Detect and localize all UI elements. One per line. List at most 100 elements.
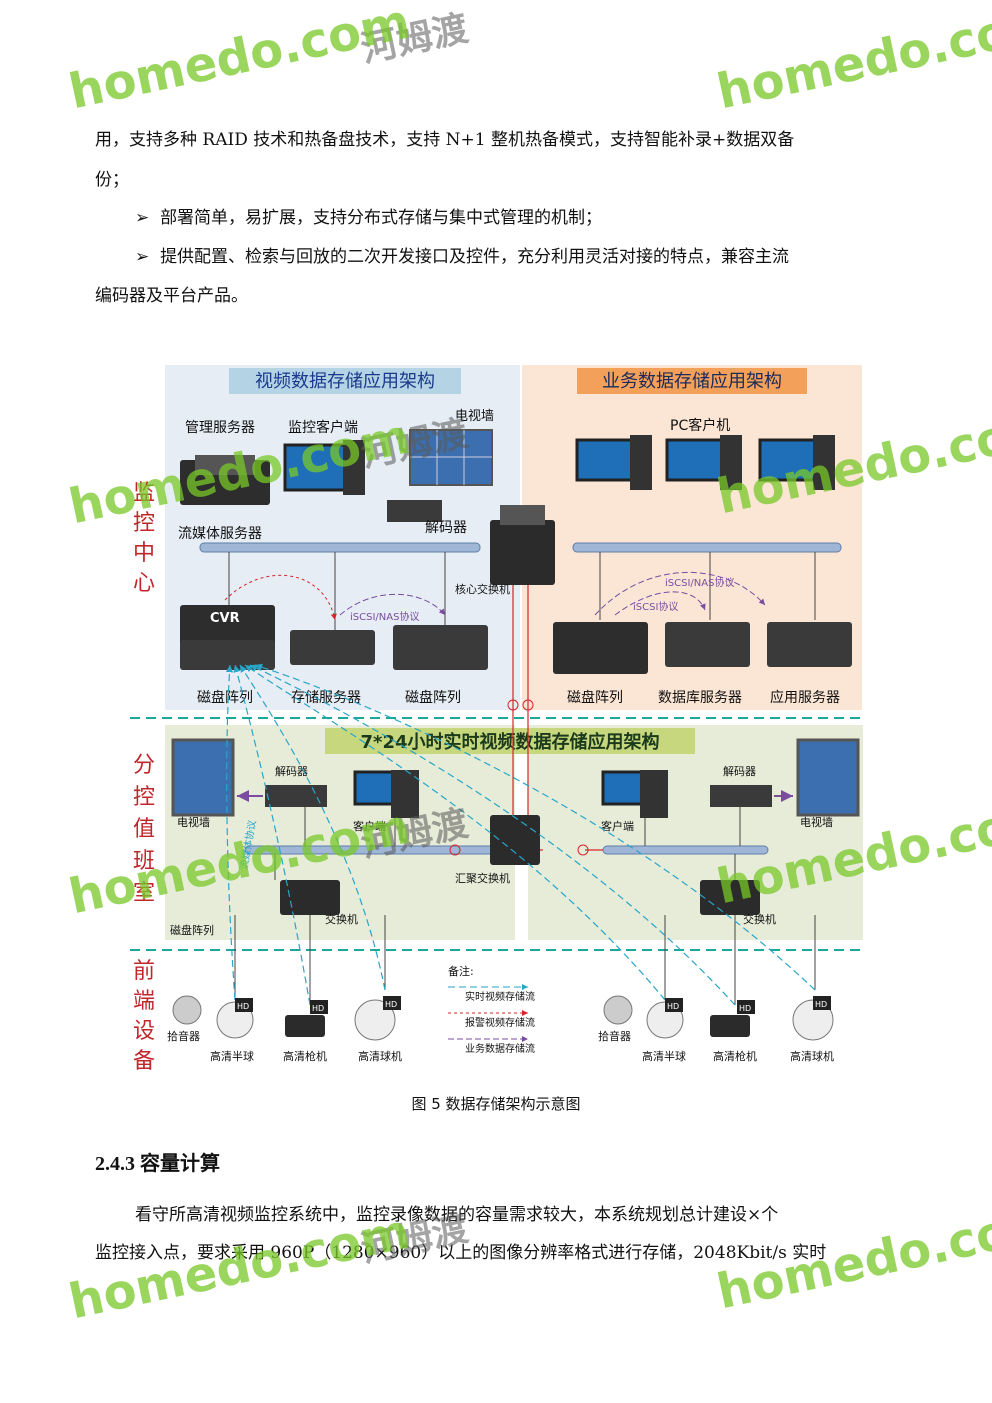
ball-camera-left-icon <box>354 996 401 1041</box>
section-heading: 2.4.3 容量计算 <box>95 1147 220 1176</box>
legend-item-alarm: 报警视频存储流 <box>465 1016 535 1029</box>
bullet-text-1: 部署简单，易扩展，支持分布式存储与集中式管理的机制； <box>160 208 603 228</box>
side-label-monitor-center: 监 控 中 心 <box>133 481 155 596</box>
ball-camera-right-icon <box>792 996 834 1041</box>
label-client-right: 客户端 <box>601 819 634 833</box>
body-line-2: 监控接入点，要求采用 960P（1280×960）以上的图像分辨率格式进行存储，… <box>95 1243 827 1263</box>
storage-server-icon <box>290 630 375 665</box>
disk-array-2-icon <box>393 625 488 670</box>
bullet-item-1: ➢ 部署简单，易扩展，支持分布式存储与集中式管理的机制； <box>135 208 602 228</box>
svg-text:备: 备 <box>133 1049 155 1074</box>
label-iscsi-nas-2: iSCSI/NAS协议 <box>665 576 734 589</box>
svg-text:中: 中 <box>133 541 155 566</box>
legend-title: 备注: <box>448 964 474 978</box>
pickup-left-icon <box>172 995 202 1025</box>
hd-badge-5: HD <box>739 1004 751 1013</box>
management-server-icon <box>180 455 270 505</box>
switch-right-icon <box>700 880 760 915</box>
label-dome-right: 高清半球 <box>642 1049 686 1063</box>
svg-text:前: 前 <box>133 959 155 984</box>
label-disk-array-3: 磁盘阵列 <box>567 689 623 706</box>
label-pc-client: PC客户机 <box>670 417 730 434</box>
client-right-icon <box>601 770 668 818</box>
label-tv-wall-left: 电视墙 <box>177 815 210 829</box>
svg-text:控: 控 <box>133 785 155 810</box>
app-server-icon <box>767 622 852 667</box>
dome-camera-right-icon <box>646 998 684 1039</box>
label-disk-array-1: 磁盘阵列 <box>197 689 253 706</box>
legend-item-realtime: 实时视频存储流 <box>465 990 535 1003</box>
svg-text:值: 值 <box>133 817 155 842</box>
label-client-left: 客户端 <box>353 819 386 833</box>
client-left-icon <box>353 770 419 818</box>
title-realtime-storage: 7*24小时实时视频数据存储应用架构 <box>361 731 660 753</box>
label-monitor-client: 监控客户端 <box>288 419 358 436</box>
hd-badge-1: HD <box>237 1002 249 1011</box>
hd-badge-2: HD <box>312 1004 324 1013</box>
hd-badge-6: HD <box>815 1000 827 1009</box>
side-label-frontend: 前 端 设 备 <box>133 959 155 1074</box>
decoder-icon <box>387 500 442 522</box>
section-title: 容量计算 <box>140 1151 220 1175</box>
title-business-storage: 业务数据存储应用架构 <box>602 371 782 392</box>
svg-text:心: 心 <box>133 571 155 596</box>
gun-camera-right-icon <box>710 1000 755 1037</box>
pc-client-icons <box>575 435 835 490</box>
label-ball-left: 高清球机 <box>358 1049 402 1063</box>
tv-wall-right-icon <box>796 738 860 817</box>
figure-caption: 图 5 数据存储架构示意图 <box>411 1095 581 1113</box>
switch-left-icon <box>280 880 340 915</box>
label-decoder: 解码器 <box>425 520 467 536</box>
left-bus <box>199 542 481 553</box>
pickup-right-icon <box>603 995 633 1025</box>
hd-badge-4: HD <box>667 1002 679 1011</box>
label-dome-left: 高清半球 <box>210 1049 254 1063</box>
database-server-icon <box>665 622 750 667</box>
label-decoder-left: 解码器 <box>275 764 308 778</box>
core-switch-icon <box>490 505 555 585</box>
label-disk-array-2: 磁盘阵列 <box>405 689 461 706</box>
svg-text:设: 设 <box>133 1019 155 1044</box>
watermark-cn: 河姆渡 <box>357 8 472 71</box>
legend-item-business: 业务数据存储流 <box>465 1042 535 1055</box>
architecture-diagram: 视频数据存储应用架构 业务数据存储应用架构 7*24小时实时视频数据存储应用架构… <box>130 365 865 1074</box>
monitor-client-icon <box>283 440 365 495</box>
legend: 备注: 实时视频存储流 报警视频存储流 业务数据存储流 <box>448 964 535 1055</box>
bullet-arrow-icon: ➢ <box>135 247 150 267</box>
label-pickup-right: 拾音器 <box>598 1029 631 1043</box>
label-switch-left: 交换机 <box>325 912 358 926</box>
decoder-left-icon <box>237 785 327 807</box>
hd-badge-3: HD <box>385 1000 397 1009</box>
label-cvr: CVR <box>210 611 240 626</box>
decoder-right-icon <box>710 785 793 807</box>
body-line-1: 看守所高清视频监控系统中，监控录像数据的容量需求较大，本系统规划总计建设×个 <box>135 1205 779 1225</box>
firewall-icons <box>449 699 589 856</box>
svg-text:监: 监 <box>133 481 155 506</box>
label-gun-left: 高清枪机 <box>283 1049 327 1063</box>
svg-text:班: 班 <box>133 849 155 874</box>
mid-bus-right <box>602 845 769 855</box>
bullet-item-2-cont: 编码器及平台产品。 <box>95 286 248 306</box>
label-mgmt-server: 管理服务器 <box>185 420 255 436</box>
label-tv-wall: 电视墙 <box>455 409 494 424</box>
svg-text:端: 端 <box>133 989 155 1014</box>
tv-wall-left-icon <box>171 738 235 817</box>
svg-text:分: 分 <box>133 753 155 778</box>
label-db-server: 数据库服务器 <box>658 690 742 706</box>
watermark-en: homedo.com <box>712 0 992 121</box>
bullet-item-2: ➢ 提供配置、检索与回放的二次开发接口及控件，充分利用灵活对接的特点，兼容主流 <box>135 247 789 267</box>
mid-bus-left <box>244 845 496 855</box>
label-pickup-left: 拾音器 <box>167 1029 200 1043</box>
title-video-storage: 视频数据存储应用架构 <box>255 371 435 392</box>
label-app-server: 应用服务器 <box>770 689 840 706</box>
label-gun-right: 高清枪机 <box>713 1049 757 1063</box>
cvr-icon <box>180 605 275 670</box>
dome-camera-left-icon <box>216 998 254 1039</box>
svg-text:控: 控 <box>133 511 155 536</box>
tv-wall-icon <box>409 429 493 486</box>
label-iscsi-nas-1: iSCSI/NAS协议 <box>350 610 419 623</box>
section-number: 2.4.3 <box>95 1153 135 1175</box>
right-bus <box>572 542 842 553</box>
side-label-duty-room: 分 控 值 班 室 <box>133 753 155 906</box>
label-core-switch: 核心交换机 <box>455 582 510 596</box>
